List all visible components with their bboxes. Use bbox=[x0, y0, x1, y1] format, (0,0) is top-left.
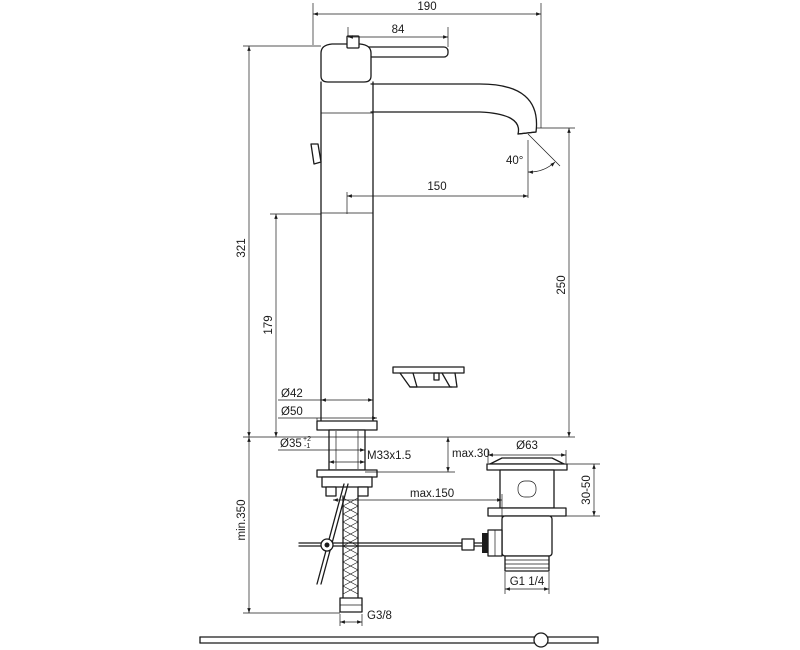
label-rod-max: max.150 bbox=[410, 488, 454, 500]
label-waste-thread: G1 1/4 bbox=[510, 576, 545, 588]
label-hole-tol-lower: -1 bbox=[304, 443, 310, 450]
dimension-labels: 190 84 321 179 150 250 40° Ø42 Ø50 Ø35 +… bbox=[236, 1, 593, 622]
label-base-diameter: Ø50 bbox=[281, 406, 303, 418]
base-ring bbox=[316, 420, 378, 431]
label-tube-diameter: Ø42 bbox=[281, 388, 303, 400]
worktop-bar bbox=[199, 632, 599, 648]
label-spout-reach: 150 bbox=[427, 181, 446, 193]
label-waste-diameter: Ø63 bbox=[516, 440, 538, 452]
label-body-height: 179 bbox=[263, 315, 275, 334]
braided-hose bbox=[342, 495, 359, 599]
label-width-overall: 190 bbox=[417, 1, 436, 13]
pop-up-waste bbox=[482, 457, 568, 572]
label-hole-tol-upper: +2 bbox=[303, 436, 311, 443]
label-hole-diameter: Ø35 bbox=[280, 438, 302, 450]
dimension-lines bbox=[243, 3, 600, 626]
label-deck-max: max.30 bbox=[452, 448, 490, 460]
label-thread: M33x1.5 bbox=[367, 450, 411, 462]
plug-top-view bbox=[392, 366, 465, 388]
spout bbox=[370, 83, 538, 135]
waste-tail bbox=[501, 515, 553, 557]
label-spout-height: 250 bbox=[556, 275, 568, 294]
waste-body bbox=[499, 469, 555, 509]
lever-hub bbox=[346, 35, 360, 49]
fixing-washer bbox=[316, 469, 378, 478]
label-hose-connection: G3/8 bbox=[367, 610, 392, 622]
label-spout-angle: 40° bbox=[506, 155, 523, 167]
lift-rod bbox=[316, 483, 345, 585]
faucet-side-view bbox=[298, 35, 538, 613]
waste-plug bbox=[489, 457, 565, 465]
label-height-total: 321 bbox=[236, 238, 248, 257]
label-lever-length: 84 bbox=[392, 24, 405, 36]
label-hose-length: min.350 bbox=[236, 500, 248, 541]
label-waste-range: 30-50 bbox=[581, 475, 593, 504]
cartridge-cap bbox=[320, 43, 372, 83]
pop-up-knob bbox=[310, 143, 322, 165]
